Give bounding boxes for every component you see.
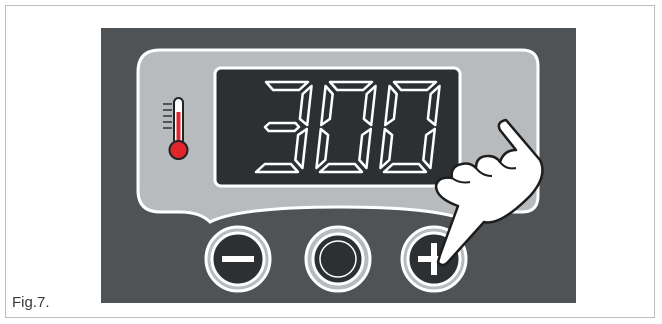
center-button[interactable] (306, 227, 370, 291)
minus-icon (222, 256, 254, 262)
figure-caption: Fig.7. (12, 294, 50, 311)
minus-button[interactable] (206, 227, 270, 291)
